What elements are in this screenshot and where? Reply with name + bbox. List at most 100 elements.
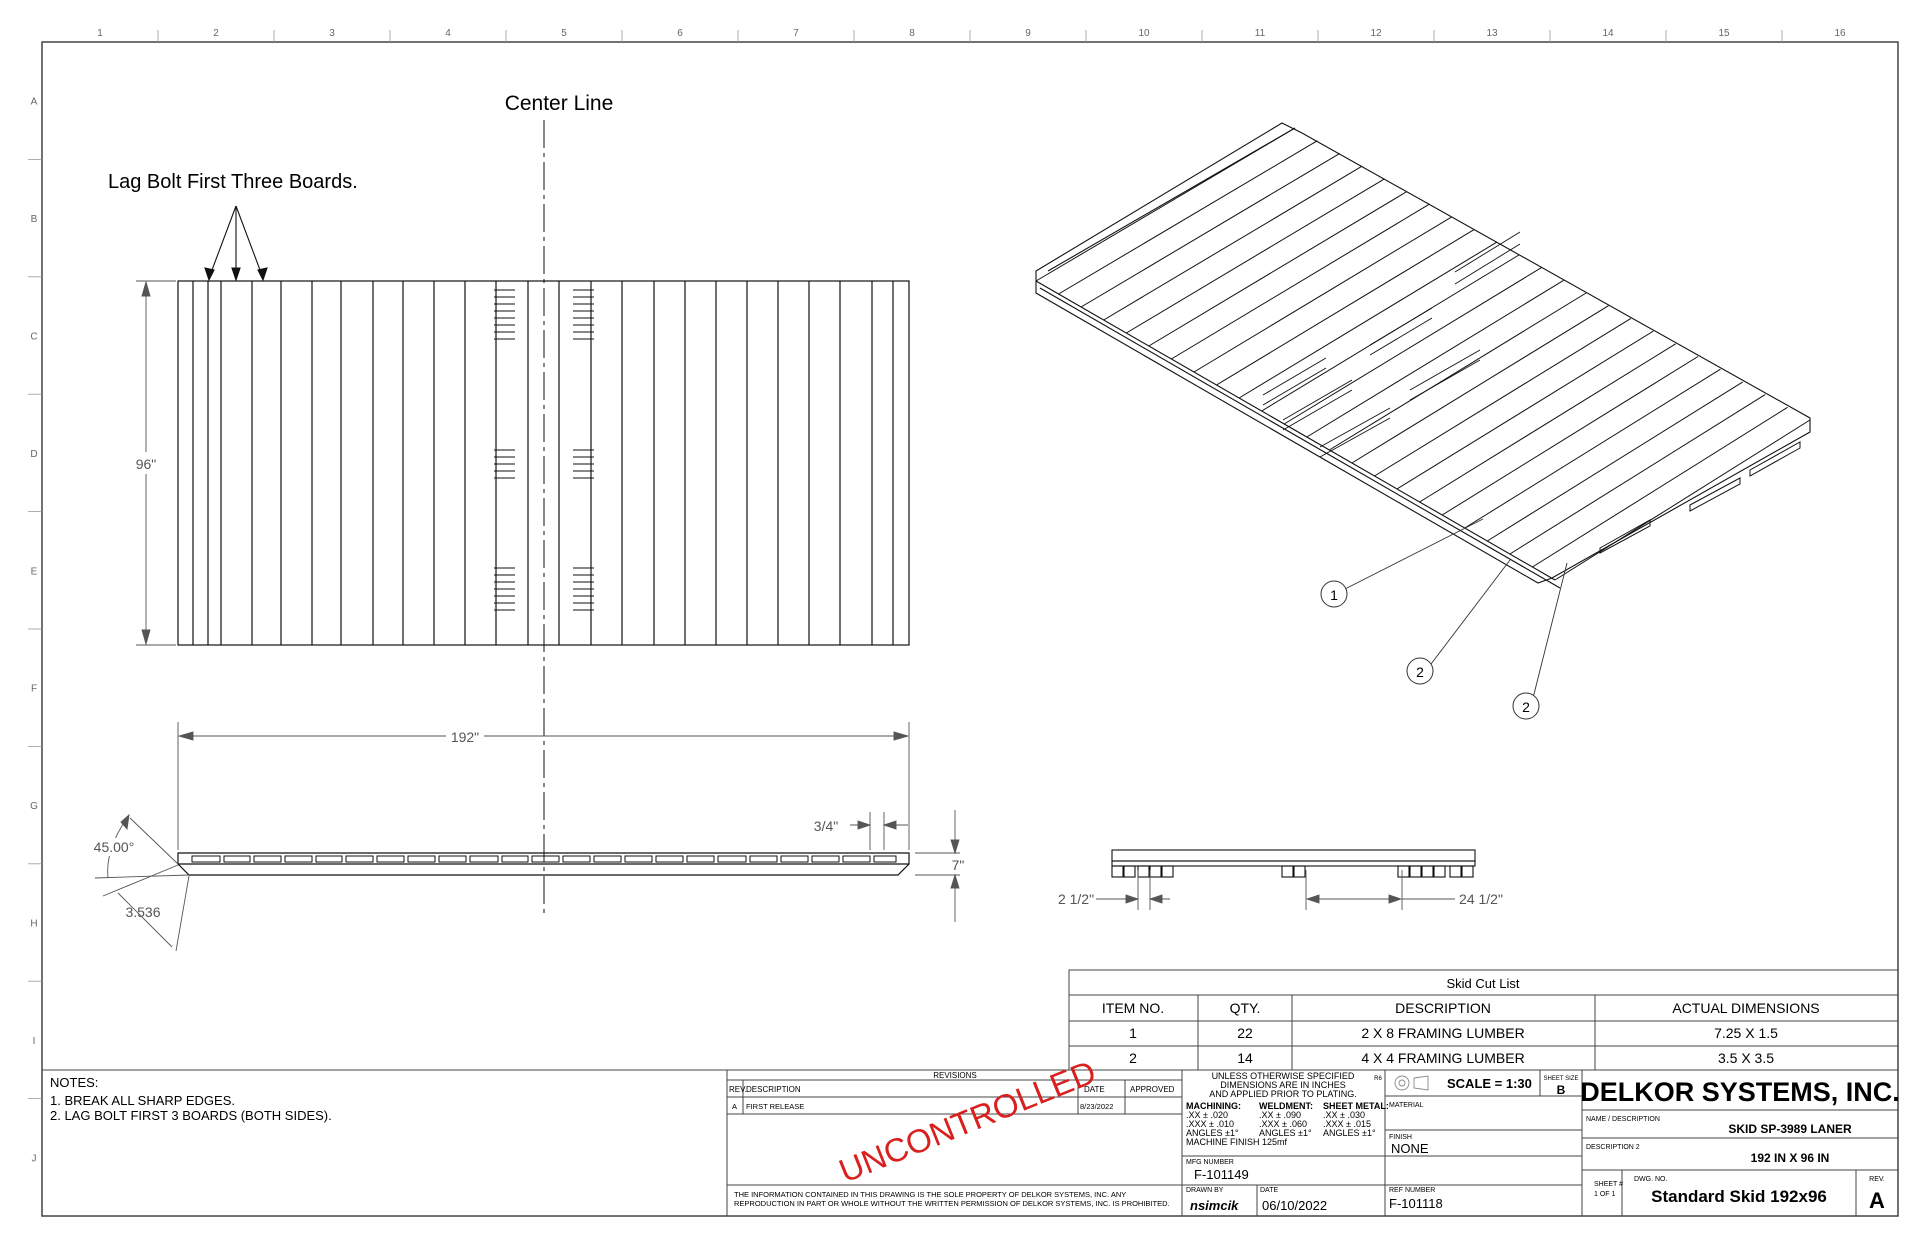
side-dim-right: 24 1/2" — [1459, 891, 1503, 907]
sheet-of: 1 OF 1 — [1594, 1191, 1616, 1198]
zone-col-13: 13 — [1486, 28, 1498, 39]
svg-text:.XX ± .020: .XX ± .020 — [1186, 1110, 1228, 1120]
svg-text:ACTUAL DIMENSIONS: ACTUAL DIMENSIONS — [1672, 1000, 1819, 1016]
material-label: MATERIAL — [1389, 1102, 1424, 1109]
svg-text:7.25 X 1.5: 7.25 X 1.5 — [1714, 1025, 1778, 1041]
lag-bolt-arrows — [204, 205, 268, 282]
dwg-label: DWG. NO. — [1634, 1176, 1667, 1183]
svg-text:ANGLES ±1°: ANGLES ±1° — [1323, 1128, 1376, 1138]
zone-row-I: I — [33, 1036, 36, 1047]
svg-text:1: 1 — [1330, 587, 1338, 603]
zone-col-11: 11 — [1255, 28, 1266, 39]
zone-row-E: E — [31, 566, 38, 577]
desc2-value: 192 IN X 96 IN — [1751, 1151, 1830, 1165]
svg-text:ITEM NO.: ITEM NO. — [1102, 1000, 1164, 1016]
svg-text:3.5 X 3.5: 3.5 X 3.5 — [1718, 1050, 1774, 1066]
svg-text:8/23/2022: 8/23/2022 — [1080, 1102, 1113, 1111]
dim-length — [177, 722, 910, 850]
finish-value: NONE — [1391, 1141, 1429, 1156]
zone-col-8: 8 — [909, 28, 915, 39]
name-value: SKID SP-3989 LANER — [1728, 1122, 1852, 1136]
dwg-number: Standard Skid 192x96 — [1651, 1187, 1827, 1206]
svg-text:.XXX ± .015: .XXX ± .015 — [1323, 1119, 1371, 1129]
cut-list-row-1: 1 22 2 X 8 FRAMING LUMBER 7.25 X 1.5 — [1129, 1025, 1778, 1041]
zone-col-5: 5 — [561, 28, 567, 39]
date-value: 06/10/2022 — [1262, 1198, 1327, 1213]
tolerance-block: UNLESS OTHERWISE SPECIFIED DIMENSIONS AR… — [1186, 1071, 1389, 1147]
disclaimer-line-1: THE INFORMATION CONTAINED IN THIS DRAWIN… — [734, 1190, 1126, 1199]
svg-text:.XX ± .090: .XX ± .090 — [1259, 1110, 1301, 1120]
dim-side-height-label: 7" — [952, 857, 965, 873]
rev-label: REV. — [1869, 1176, 1885, 1183]
svg-text:2 X 8 FRAMING LUMBER: 2 X 8 FRAMING LUMBER — [1361, 1025, 1524, 1041]
svg-text:2: 2 — [1522, 699, 1530, 715]
svg-text:R6: R6 — [1374, 1076, 1382, 1082]
zone-col-4: 4 — [445, 28, 451, 39]
svg-text:UNLESS OTHERWISE SPECIFIED: UNLESS OTHERWISE SPECIFIED — [1212, 1071, 1355, 1081]
drawn-by: nsimcik — [1190, 1198, 1239, 1213]
zone-col-9: 9 — [1025, 28, 1031, 39]
svg-text:4 X 4 FRAMING LUMBER: 4 X 4 FRAMING LUMBER — [1361, 1050, 1524, 1066]
scale: SCALE = 1:30 — [1447, 1076, 1532, 1091]
zone-row-D: D — [30, 449, 37, 460]
cut-list-headers: ITEM NO. QTY. DESCRIPTION ACTUAL DIMENSI… — [1102, 1000, 1820, 1016]
svg-text:.XXX ± .060: .XXX ± .060 — [1259, 1119, 1307, 1129]
svg-text:DATE: DATE — [1084, 1085, 1105, 1094]
balloon-2a: 2 — [1406, 657, 1434, 685]
center-line-label: Center Line — [505, 92, 614, 115]
zone-col-14: 14 — [1602, 28, 1614, 39]
svg-text:DIMENSIONS ARE IN INCHES: DIMENSIONS ARE IN INCHES — [1220, 1080, 1346, 1090]
dim-board-label: 3/4" — [814, 818, 838, 834]
dim-angle-label: 45.00° — [94, 839, 135, 855]
svg-text:APPROVED: APPROVED — [1130, 1085, 1175, 1094]
zone-col-3: 3 — [329, 28, 335, 39]
dim-side-height — [915, 810, 960, 922]
svg-text:REV.: REV. — [729, 1085, 747, 1094]
dim-chamfer-label: 3.536 — [125, 904, 160, 920]
svg-text:1: 1 — [1129, 1025, 1137, 1041]
cut-list-row-2: 2 14 4 X 4 FRAMING LUMBER 3.5 X 3.5 — [1129, 1050, 1774, 1066]
zone-row-A: A — [31, 97, 38, 108]
svg-text:FIRST RELEASE: FIRST RELEASE — [746, 1102, 804, 1111]
date-label: DATE — [1260, 1187, 1278, 1194]
side-view — [1111, 849, 1476, 878]
zone-row-F: F — [31, 684, 37, 695]
svg-text:A: A — [732, 1102, 737, 1111]
svg-text:14: 14 — [1237, 1050, 1253, 1066]
finish-label: FINISH — [1389, 1134, 1412, 1141]
zone-row-H: H — [30, 919, 37, 930]
ref-label: REF NUMBER — [1389, 1187, 1435, 1194]
lag-bolt-label: Lag Bolt First Three Boards. — [108, 171, 358, 193]
front-elevation — [177, 852, 910, 876]
zone-col-1: 1 — [97, 28, 103, 39]
svg-text:SHEET METAL:: SHEET METAL: — [1323, 1101, 1389, 1111]
svg-text:2: 2 — [1129, 1050, 1137, 1066]
svg-text:QTY.: QTY. — [1230, 1000, 1261, 1016]
balloon-2b: 2 — [1512, 692, 1540, 720]
svg-text:DESCRIPTION: DESCRIPTION — [1395, 1000, 1491, 1016]
name-label: NAME / DESCRIPTION — [1586, 1116, 1660, 1123]
revisions-title: REVISIONS — [933, 1071, 977, 1080]
zone-col-10: 10 — [1138, 28, 1150, 39]
zone-col-15: 15 — [1718, 28, 1730, 39]
svg-text:WELDMENT:: WELDMENT: — [1259, 1101, 1313, 1111]
svg-text:22: 22 — [1237, 1025, 1253, 1041]
iso-skids — [1599, 441, 1801, 554]
zone-col-12: 12 — [1370, 28, 1382, 39]
iso-leaders — [1344, 518, 1568, 703]
isometric-view — [1035, 122, 1811, 589]
svg-text:2: 2 — [1416, 664, 1424, 680]
zone-col-16: 16 — [1834, 28, 1846, 39]
disclaimer-line-2: REPRODUCTION IN PART OR WHOLE WITHOUT TH… — [734, 1199, 1170, 1208]
svg-text:MACHINING:: MACHINING: — [1186, 1101, 1241, 1111]
side-dims — [1096, 870, 1455, 910]
svg-text:ANGLES ±1°: ANGLES ±1° — [1186, 1128, 1239, 1138]
zone-col-2: 2 — [213, 28, 219, 39]
revisions-row: A FIRST RELEASE 8/23/2022 — [732, 1102, 1113, 1111]
svg-text:DESCRIPTION: DESCRIPTION — [746, 1085, 801, 1094]
zone-col-6: 6 — [677, 28, 683, 39]
sheet-label: SHEET # — [1594, 1181, 1623, 1188]
